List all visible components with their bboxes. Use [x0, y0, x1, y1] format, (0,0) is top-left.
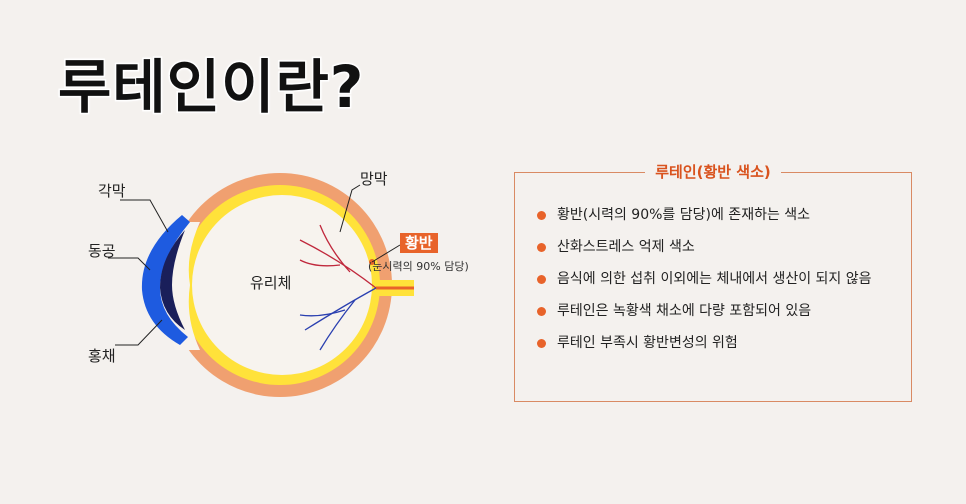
page-title: 루테인이란?: [56, 53, 365, 121]
list-item: 루테인은 녹황색 채소에 다량 포함되어 있음: [537, 301, 897, 321]
bullet-icon: [537, 307, 546, 316]
bullet-icon: [537, 275, 546, 284]
leader-lines: [108, 184, 401, 346]
blood-vessels: [299, 224, 377, 351]
iris: [141, 215, 190, 345]
bullet-icon: [537, 243, 546, 252]
info-box: 루테인(황반 색소) 황반(시력의 90%를 담당)에 존재하는 색소 산화스트…: [514, 163, 912, 402]
label-cornea: 각막: [98, 182, 126, 200]
info-list: 황반(시력의 90%를 담당)에 존재하는 색소 산화스트레스 억제 색소 음식…: [537, 205, 897, 365]
list-item: 산화스트레스 억제 색소: [537, 237, 897, 257]
list-item: 황반(시력의 90%를 담당)에 존재하는 색소: [537, 205, 897, 225]
bullet-icon: [537, 211, 546, 220]
label-retina: 망막: [360, 170, 388, 188]
bullet-icon: [537, 339, 546, 348]
info-title: 루테인(황반 색소): [645, 163, 781, 181]
list-item: 루테인 부족시 황반변성의 위험: [537, 333, 897, 353]
label-pupil: 동공: [88, 242, 116, 260]
label-macula: 황반: [400, 233, 438, 253]
label-vitreous: 유리체: [250, 274, 292, 292]
eye-diagram: [108, 173, 414, 397]
label-iris: 홍채: [88, 347, 116, 365]
label-macula-note: (눈시력의 90% 담당): [368, 260, 469, 273]
pupil: [160, 230, 185, 330]
list-item: 음식에 의한 섭취 이외에는 체내에서 생산이 되지 않음: [537, 269, 897, 289]
